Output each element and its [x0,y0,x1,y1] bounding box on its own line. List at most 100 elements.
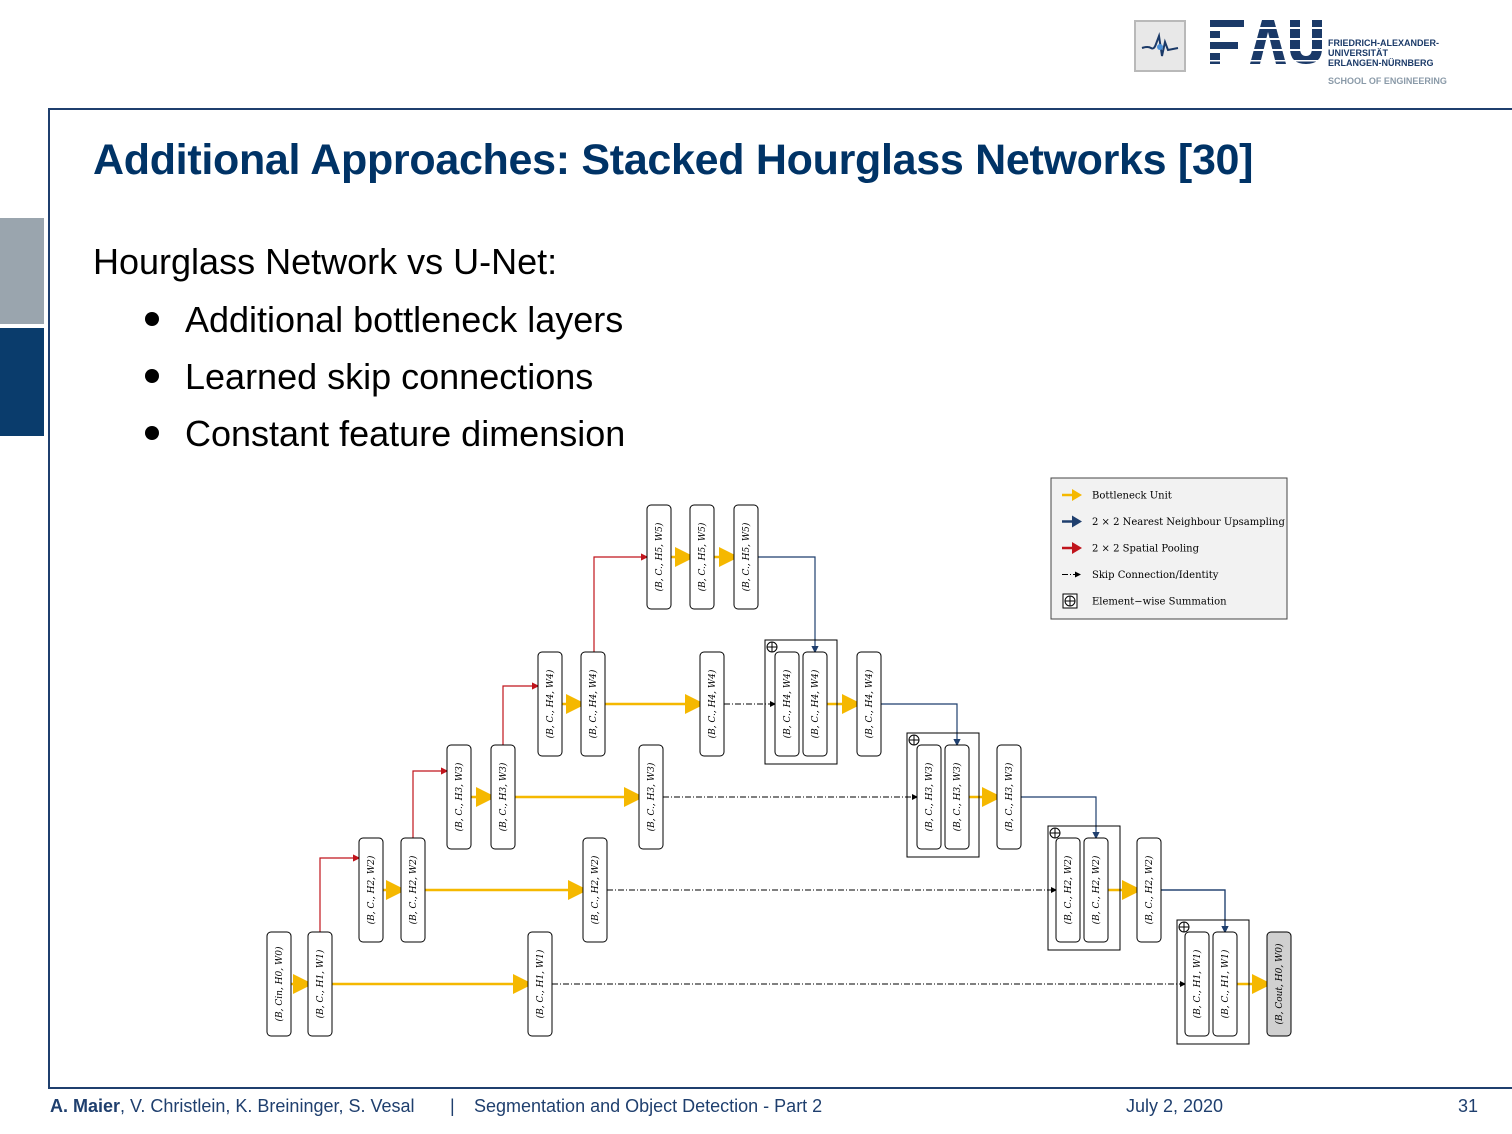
tensor-box [1266,931,1292,1037]
tensor-box [400,837,426,943]
bullet-dot-icon [145,426,159,440]
tensor-box [916,744,942,850]
bullet-dot-icon [145,369,159,383]
tensor-label: (B, C., H4, W4) [810,669,821,738]
tensor-label: (B, C., H3, W3) [952,762,963,831]
tensor-label: (B, C., H3, W3) [454,762,465,831]
summation-icon [767,642,777,652]
side-tab-active[interactable] [0,328,44,436]
tensor-label: (B, C., H3, W3) [924,762,935,831]
tensor-label: (B, C., H3, W3) [498,762,509,831]
tensor-label: (B, C., H2, W2) [1063,855,1074,924]
slide-intro: Hourglass Network vs U-Net: [93,241,558,282]
pooling-arrow [412,767,449,838]
summation-icon [909,735,919,745]
footer-separator: | [450,1096,455,1116]
pooling-arrow [593,553,649,652]
tensor-box [1212,931,1238,1037]
footer-page-number: 31 [1458,1096,1479,1116]
upsampling-arrow [881,703,961,747]
slide-title: Additional Approaches: Stacked Hourglass… [93,136,1254,184]
upsampling-arrow [1161,889,1229,934]
tensor-box [580,651,606,757]
tensor-label: (B, C., H5, W5) [697,522,708,591]
hourglass-diagram-svg: (B, Cin, H0, W0) (B, C., H1, W1) (B, C., H… [266,477,1292,1045]
tensor-box [307,931,333,1037]
legend-label: Skip Connection/Identity [1092,570,1219,581]
upsampling-arrow [1021,796,1100,840]
tensor-box [1136,837,1162,943]
tensor-label: (B, C., H5, W5) [654,522,665,591]
tensor-label: (B, C., H2, W2) [408,855,419,924]
pooling-arrow [502,682,540,745]
frame-bottom-rule [48,1087,1512,1089]
tensor-box [856,651,882,757]
tensor-label: (B, C., H4, W4) [545,669,556,738]
arrow-legend-icon [1072,489,1082,501]
summation-group [1176,919,1250,1045]
tensor-box [638,744,664,850]
tensor-box [944,744,970,850]
tensor-box [733,504,759,610]
bullet-item: Constant feature dimension [140,412,625,469]
tensor-label: (B, C., H1, W1) [315,949,326,1018]
tensor-label: (B, C., H4, W4) [864,669,875,738]
footer-course: Segmentation and Object Detection - Part… [474,1096,823,1116]
arrow-legend-icon [1072,542,1082,554]
tensor-box [537,651,563,757]
legend-label: Element−wise Summation [1092,597,1227,608]
tensor-label: (B, C., H2, W2) [1144,855,1155,924]
tensor-label: (B, C., H1, W1) [1192,949,1203,1018]
tensor-box [490,744,516,850]
bullet-item: Learned skip connections [140,355,625,412]
tensor-label: (B, C., H3, W3) [646,762,657,831]
legend-box [1050,477,1288,620]
tensor-label: (B, C., H1, W1) [535,949,546,1018]
bullet-dot-icon [145,312,159,326]
school-name: SCHOOL OF ENGINEERING [1328,76,1447,86]
legend-label: Bottleneck Unit [1092,491,1172,502]
bullet-item: Additional bottleneck layers [140,298,625,355]
legend-label: 2 × 2 Nearest Neighbour Upsampling [1092,517,1285,528]
summation-legend-icon [1065,596,1075,606]
tensor-box [1055,837,1081,943]
tensor-box [996,744,1022,850]
summation-group [906,732,980,858]
tensor-box [446,744,472,850]
frame-top-rule [48,108,1512,110]
summation-group [764,639,838,765]
fau-waveform-icon [1134,20,1186,72]
bullet-list: Additional bottleneck layers Learned ski… [140,298,625,469]
tensor-label: (B, C., H4, W4) [707,669,718,738]
tensor-label: (B, C., H4, W4) [588,669,599,738]
tensor-box [358,837,384,943]
tensor-label: (B, C., H2, W2) [590,855,601,924]
hourglass-diagram: (B, Cin, H0, W0) (B, C., H1, W1) (B, C., H… [250,470,1300,1055]
tensor-label: (B, C., H4, W4) [782,669,793,738]
upsampling-arrow [758,556,819,654]
side-tab-inactive[interactable] [0,218,44,324]
tensor-box [699,651,725,757]
tensor-box [689,504,715,610]
footer-date: July 2, 2020 [1126,1096,1224,1116]
upsampling-arrow [1161,889,1229,934]
tensor-box [582,837,608,943]
tensor-label: (B, C., H3, W3) [1004,762,1015,831]
tensor-box [1184,931,1210,1037]
tensor-box [1083,837,1109,943]
tensor-label: (B, C., H2, W2) [1091,855,1102,924]
pooling-arrow [319,854,361,932]
legend-label: 2 × 2 Spatial Pooling [1092,544,1200,555]
frame-left-rule [48,108,50,1088]
tensor-label: (B, C., H1, W1) [1220,949,1231,1018]
summation-icon [1050,828,1060,838]
tensor-box [266,931,292,1037]
tensor-box [774,651,800,757]
fau-wordmark-logo [1210,18,1322,73]
tensor-label: (B, Cin, H0, W0) [274,946,285,1021]
summation-group [1047,825,1121,951]
tensor-label: (B, Cout, H0, W0) [1274,943,1285,1025]
tensor-box [802,651,828,757]
tensor-label: (B, C., H5, W5) [741,522,752,591]
